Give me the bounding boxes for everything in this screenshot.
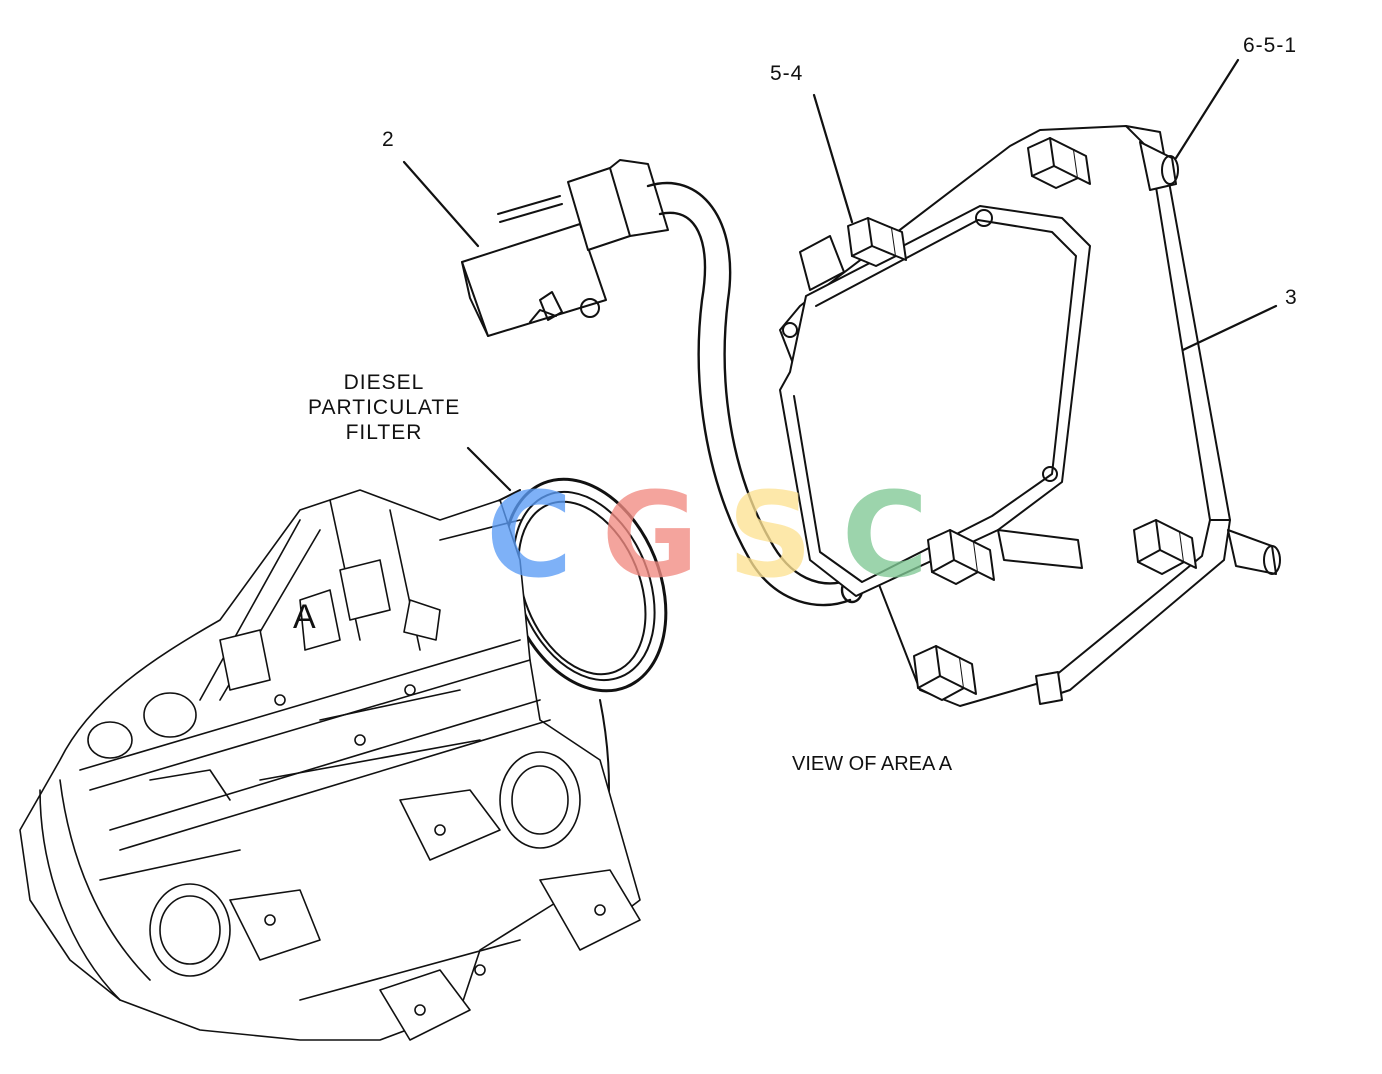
callout-part-5-4: 5-4 bbox=[770, 62, 804, 85]
watermark-letter-g: G bbox=[601, 466, 699, 604]
dpf-label-line-1: DIESEL bbox=[343, 371, 425, 394]
bolt-mid-left bbox=[927, 529, 995, 585]
leader-lines bbox=[402, 58, 1278, 492]
callout-part-3: 3 bbox=[1285, 286, 1298, 309]
bolt-mid-right bbox=[1133, 519, 1197, 575]
harness-connector bbox=[461, 159, 669, 337]
bolt-top-right bbox=[1027, 137, 1091, 189]
bolts bbox=[847, 137, 1197, 701]
watermark-letter-c2: C bbox=[841, 466, 929, 604]
callout-part-2: 2 bbox=[382, 128, 395, 151]
bolt-top-left bbox=[847, 217, 907, 267]
dpf-label-line-2: PARTICULATE bbox=[308, 396, 461, 419]
dpf-label-line-3: FILTER bbox=[345, 421, 423, 444]
view-of-area-label: VIEW OF AREA A bbox=[792, 753, 953, 775]
callout-part-6-5-1: 6-5-1 bbox=[1243, 34, 1298, 57]
bolt-bottom-left bbox=[913, 645, 977, 701]
diesel-particulate-filter bbox=[379, 477, 668, 861]
engine-assembly bbox=[19, 489, 641, 1041]
area-a-marker: A bbox=[293, 598, 316, 636]
watermark-letter-c1: C bbox=[486, 466, 573, 604]
dpf-label: DIESEL PARTICULATE FILTER bbox=[308, 370, 460, 445]
ecm-module bbox=[779, 205, 1091, 597]
watermark-letter-s: S bbox=[727, 466, 813, 604]
cgsc-watermark: C G S C bbox=[486, 466, 929, 604]
